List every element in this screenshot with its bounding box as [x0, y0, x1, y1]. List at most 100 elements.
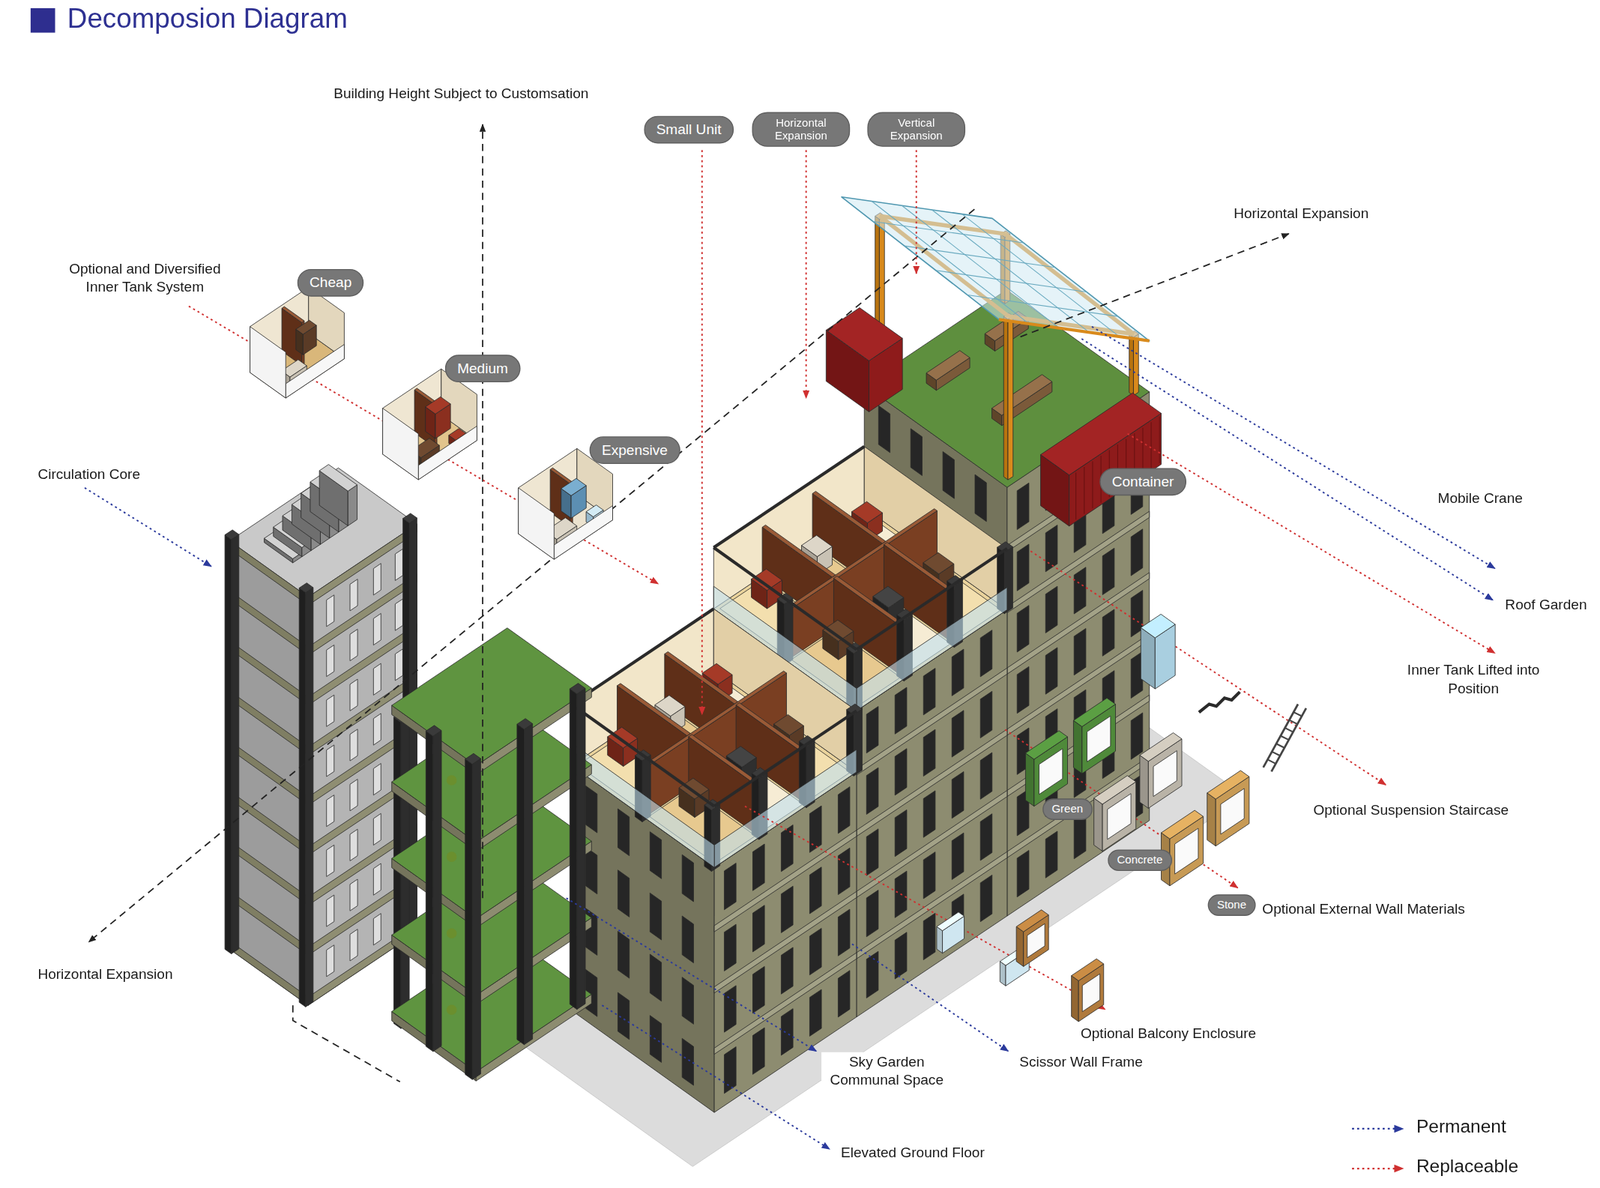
- window: [1102, 547, 1115, 595]
- column: [425, 725, 442, 736]
- wall-module: [1161, 810, 1204, 886]
- balcony-module: [936, 926, 943, 953]
- tag-text: Expensive: [601, 441, 668, 459]
- tank-wall: [250, 326, 287, 398]
- wall-opening: [1039, 748, 1063, 795]
- balcony-module: [936, 912, 965, 931]
- tank-wall: [518, 487, 555, 560]
- column: [465, 759, 473, 1080]
- callout-label: Circulation Core: [35, 464, 143, 484]
- window: [752, 905, 765, 952]
- window: [923, 852, 936, 899]
- window: [837, 847, 850, 895]
- window: [1102, 609, 1115, 656]
- expansion-line: [1020, 233, 1289, 338]
- column: [305, 587, 314, 1007]
- window: [326, 645, 335, 677]
- stair-tread: [1276, 743, 1285, 748]
- floor-slab: [229, 840, 309, 906]
- container-rib: [1151, 421, 1152, 470]
- tag-pill: Horizontal Expansion: [752, 112, 851, 148]
- tag-pill: Container: [1099, 467, 1186, 495]
- partition-wall: [664, 651, 739, 705]
- glass-mullion: [962, 214, 1120, 337]
- bench: [991, 374, 1052, 416]
- window: [681, 977, 694, 1025]
- beam: [714, 710, 857, 806]
- window: [373, 763, 381, 796]
- window: [326, 595, 335, 627]
- stair-tread: [1280, 735, 1289, 740]
- window: [866, 890, 879, 937]
- wall-opening: [1082, 973, 1100, 1012]
- window: [723, 985, 736, 1032]
- window: [1016, 482, 1029, 530]
- callout-label: Roof Garden: [1503, 595, 1590, 614]
- wall-module: [1139, 755, 1149, 809]
- window: [349, 678, 358, 711]
- window: [910, 428, 922, 476]
- window: [866, 951, 879, 998]
- wall-module: [1094, 798, 1103, 852]
- beam: [856, 548, 1008, 650]
- tag-text: Concrete: [1117, 853, 1164, 868]
- leader-line: [1004, 729, 1238, 889]
- window: [723, 863, 736, 910]
- glass-canopy: [841, 197, 1150, 341]
- window: [349, 628, 358, 661]
- stair-tread: [1267, 759, 1276, 763]
- partition-wall: [812, 490, 886, 544]
- inner-tank: [518, 448, 614, 560]
- window: [723, 924, 736, 971]
- wall-opening: [1220, 788, 1245, 835]
- leader-line: [1091, 326, 1496, 569]
- callout-label: Building Height Subject to Customsation: [331, 83, 592, 103]
- column: [465, 753, 482, 764]
- column: [472, 758, 481, 1080]
- window: [649, 1015, 661, 1063]
- column: [224, 535, 232, 955]
- window: [780, 947, 793, 994]
- window: [1045, 586, 1058, 633]
- wall-module: [1207, 770, 1250, 847]
- tag-text: Horizontal Expansion: [761, 116, 841, 144]
- window: [951, 832, 964, 880]
- balcony-module: [1016, 926, 1024, 966]
- partition-wall: [883, 542, 958, 596]
- column: [523, 723, 533, 1045]
- glass-mullion: [936, 270, 1087, 293]
- window: [373, 913, 381, 946]
- tree: [446, 927, 458, 939]
- legend-text: Replaceable: [1416, 1156, 1519, 1179]
- roof-frame: [1129, 334, 1134, 396]
- inner-tank: [382, 368, 478, 480]
- tag-pill: Expensive: [589, 436, 681, 464]
- inner-tank: [250, 287, 345, 398]
- tag-text: Stone: [1217, 898, 1247, 913]
- window: [980, 752, 993, 799]
- wall-opening: [1153, 750, 1177, 797]
- window: [349, 879, 358, 911]
- column: [299, 587, 306, 1007]
- glass-mullion: [873, 221, 1024, 243]
- callout-label: Optional Balcony Enclosure: [1078, 1023, 1259, 1043]
- window: [809, 805, 822, 853]
- title-mark: [30, 8, 56, 33]
- roof-frame: [998, 319, 1150, 341]
- tag-pill: Small Unit: [643, 116, 734, 144]
- window: [649, 954, 661, 1002]
- callout-label: Optional and Diversified Inner Tank Syst…: [51, 259, 238, 297]
- tag-text: Small Unit: [656, 120, 722, 138]
- window: [326, 795, 335, 827]
- window: [586, 785, 598, 833]
- leader-line: [915, 149, 918, 274]
- beam: [571, 704, 715, 807]
- window: [1016, 666, 1029, 713]
- window: [349, 828, 358, 861]
- window: [1130, 529, 1143, 576]
- sky-garden-slab: [391, 628, 593, 766]
- partition-wall: [833, 575, 907, 629]
- furniture: [678, 777, 709, 799]
- partition-wall: [735, 702, 810, 756]
- floor-slab: [229, 640, 309, 706]
